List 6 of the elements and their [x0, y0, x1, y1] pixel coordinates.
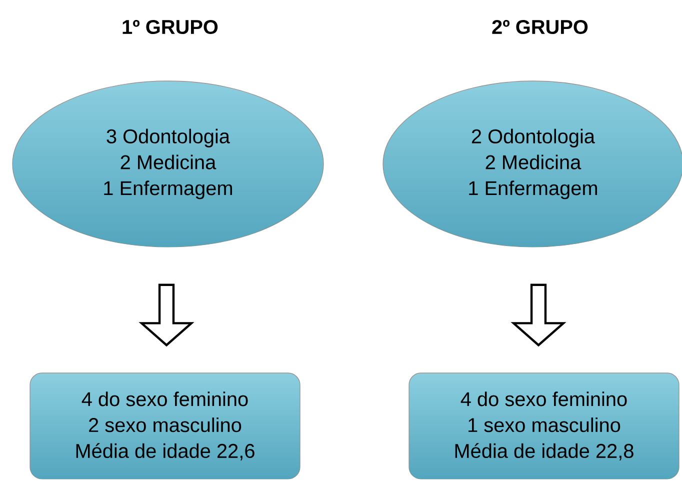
block-arrow	[510, 284, 566, 347]
summary-box: 4 do sexo feminino 2 sexo masculino Média de idade 22,6	[30, 372, 300, 480]
summary-box: 4 do sexo feminino 1 sexo masculino Média de idade 22,8	[408, 372, 680, 480]
group-heading: 2º GRUPO	[492, 20, 588, 34]
group-heading: 1º GRUPO	[122, 20, 218, 34]
block-arrow	[138, 284, 194, 347]
